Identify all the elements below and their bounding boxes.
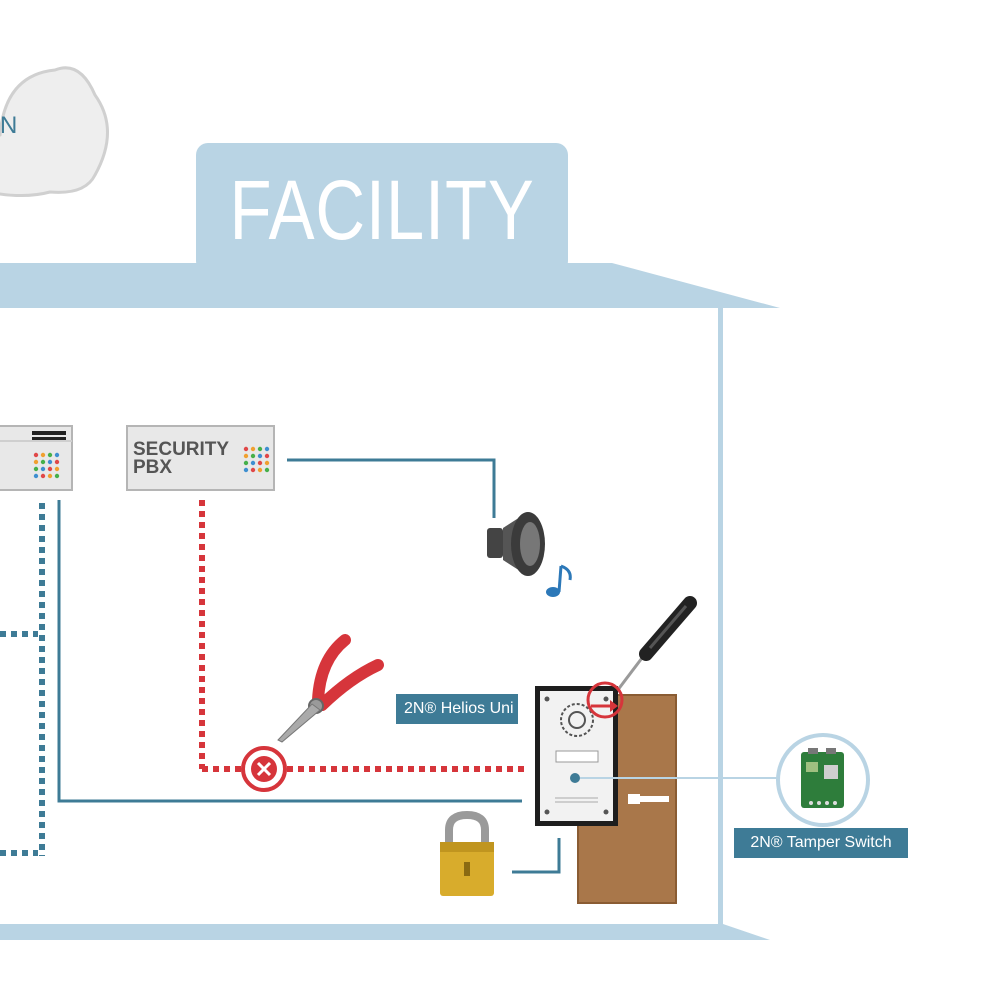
facility-title-tab <box>196 143 568 273</box>
led-indicator <box>40 473 46 479</box>
blue-wire-pbx-speaker <box>287 458 496 518</box>
tamper-switch-icon <box>776 733 870 827</box>
building-floor <box>0 924 770 940</box>
led-indicator <box>54 459 60 465</box>
led-indicator <box>257 453 263 459</box>
red-dotted-wire <box>199 500 524 772</box>
blue-solid-wire-left <box>57 500 522 803</box>
led-indicator <box>250 446 256 452</box>
led-indicator <box>243 453 249 459</box>
music-note-icon <box>546 564 572 597</box>
led-indicator <box>40 459 46 465</box>
led-indicator <box>243 446 249 452</box>
led-indicator <box>40 466 46 472</box>
cloud-label: N <box>0 112 18 139</box>
led-indicator <box>264 467 270 473</box>
tamper-switch-label: 2N® Tamper Switch <box>734 828 908 858</box>
led-indicator <box>250 453 256 459</box>
screwdriver-icon <box>606 596 697 704</box>
led-indicator <box>250 460 256 466</box>
led-indicator <box>264 453 270 459</box>
led-indicator <box>54 466 60 472</box>
blue-dotted-wire <box>0 503 45 856</box>
led-indicator <box>243 467 249 473</box>
building-right-wall <box>718 308 723 933</box>
led-indicator <box>250 467 256 473</box>
led-indicator <box>264 460 270 466</box>
led-indicator <box>257 446 263 452</box>
facility-title: FACILITY <box>229 163 535 257</box>
led-indicator <box>47 473 53 479</box>
led-indicator <box>257 467 263 473</box>
led-indicator <box>47 452 53 458</box>
led-indicator <box>33 452 39 458</box>
led-indicator <box>47 459 53 465</box>
padlock-icon <box>440 810 494 896</box>
building-roof <box>0 263 780 308</box>
cut-marker-icon <box>241 746 287 792</box>
pliers-icon <box>277 634 384 743</box>
led-indicator <box>54 473 60 479</box>
tamper-highlight-icon <box>586 681 624 719</box>
helios-uni-label: 2N® Helios Uni <box>396 694 518 724</box>
speaker-icon <box>487 512 545 576</box>
security-pbx-device <box>126 425 275 491</box>
led-indicator <box>264 446 270 452</box>
led-indicator <box>33 473 39 479</box>
led-indicator <box>33 466 39 472</box>
led-indicator <box>54 452 60 458</box>
led-indicator <box>243 460 249 466</box>
led-indicator <box>47 466 53 472</box>
led-indicator <box>257 460 263 466</box>
led-indicator <box>40 452 46 458</box>
led-indicator <box>33 459 39 465</box>
cloud-icon <box>0 66 109 198</box>
helios-intercom-device <box>535 686 618 826</box>
left-device <box>0 425 73 491</box>
padlock-wire <box>512 838 561 874</box>
security-pbx-label: SECURITY PBX <box>133 439 230 478</box>
